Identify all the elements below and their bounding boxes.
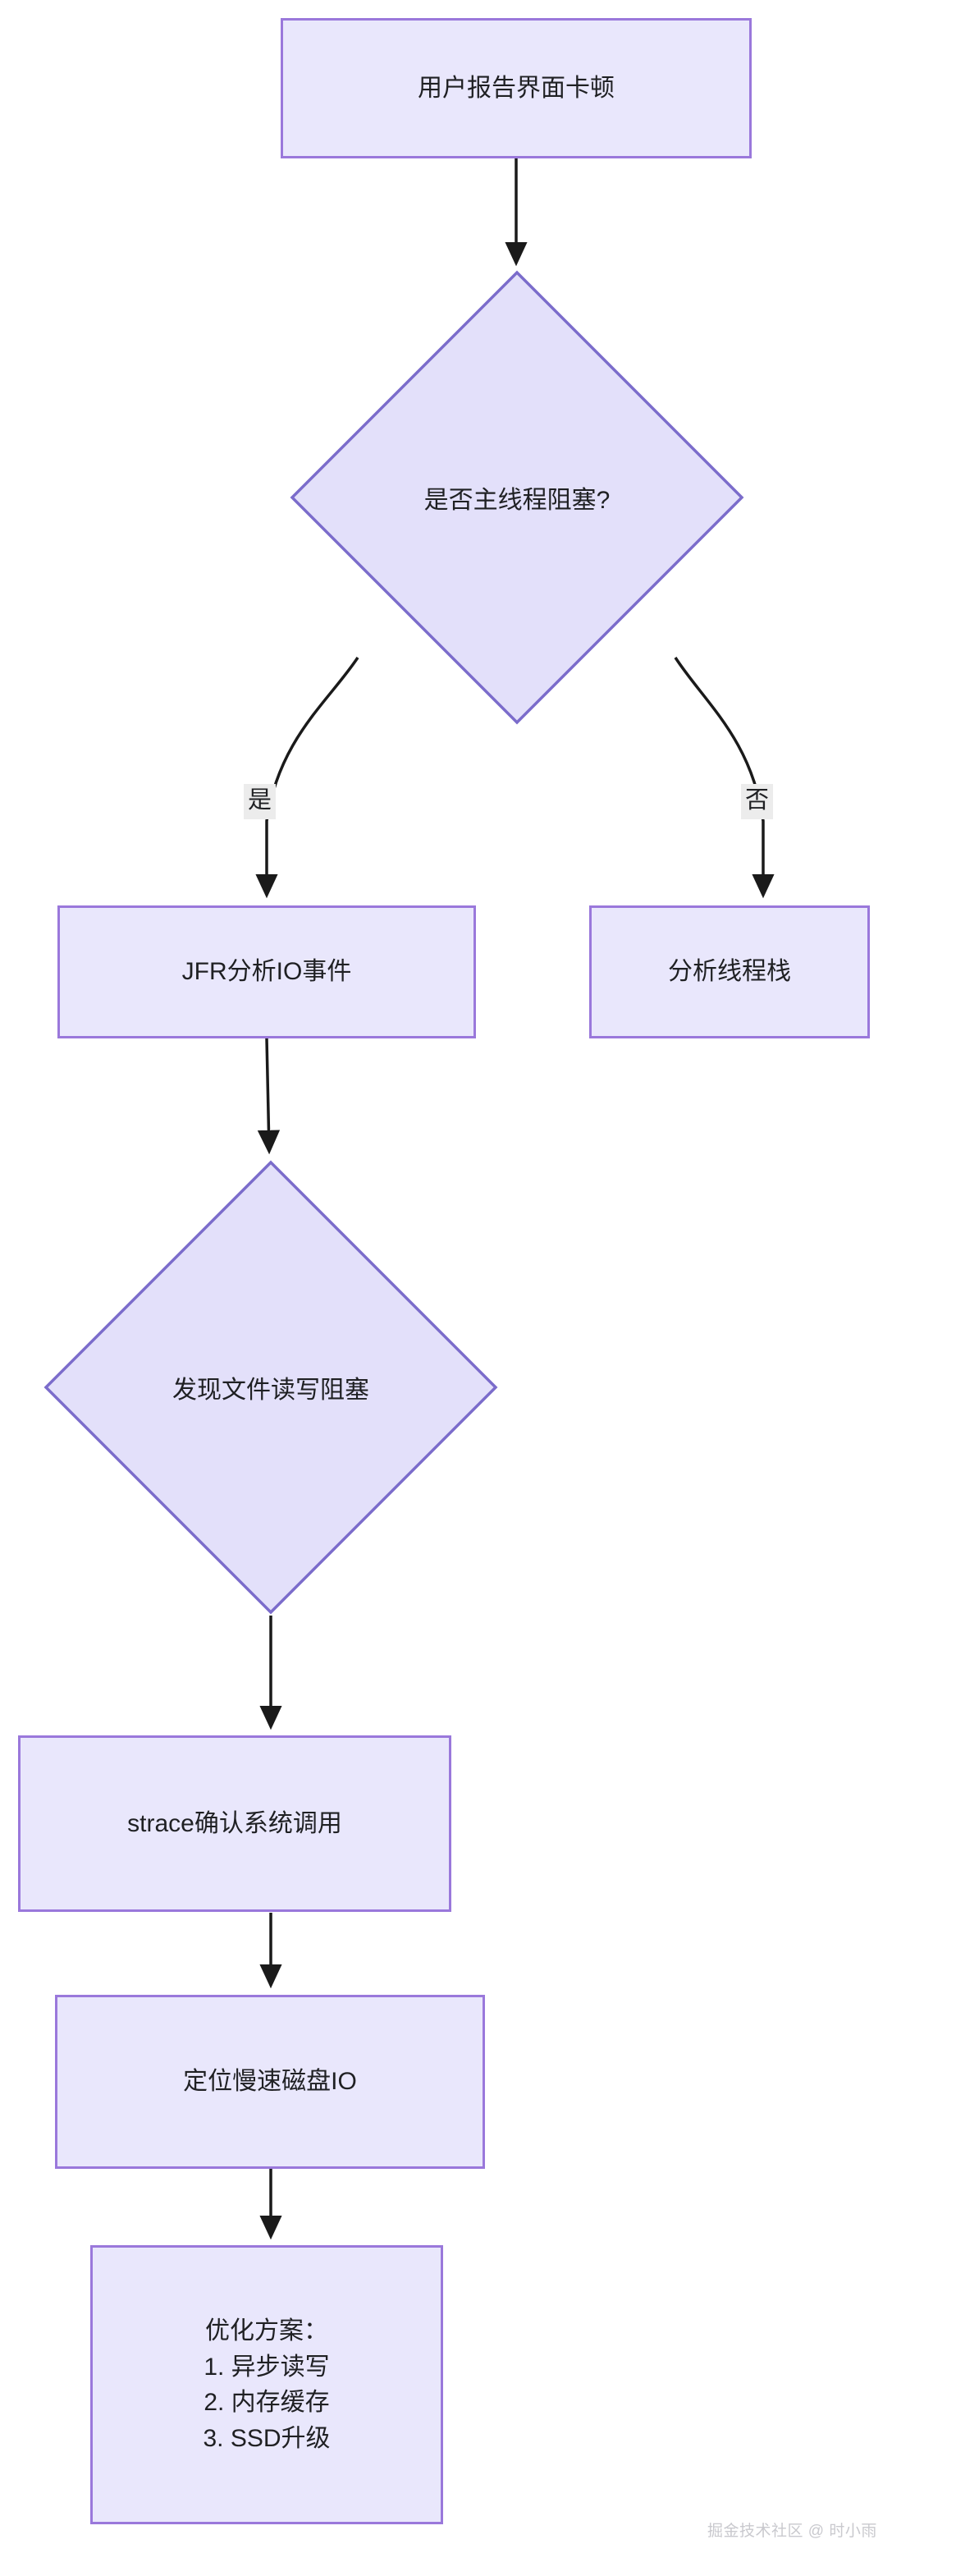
node-analyze-thread-stack[interactable]: 分析线程栈	[589, 905, 870, 1038]
node-label-line-3: 2. 内存缓存	[204, 2389, 330, 2416]
node-jfr-analyze-io-events[interactable]: JFR分析IO事件	[57, 905, 476, 1038]
node-locate-slow-disk-io[interactable]: 定位慢速磁盘IO	[55, 1995, 485, 2169]
node-label-line-2: 1. 异步读写	[204, 2353, 330, 2381]
node-label: strace确认系统调用	[127, 1809, 342, 1837]
node-label: JFR分析IO事件	[181, 958, 352, 986]
node-found-file-io-blocking[interactable]: 发现文件读写阻塞	[43, 1160, 498, 1615]
node-label: 定位慢速磁盘IO	[183, 2068, 357, 2096]
node-label: 是否主线程阻塞?	[423, 487, 611, 514]
node-label-line-4: 3. SSD升级	[203, 2424, 331, 2452]
node-label: 用户报告界面卡顿	[418, 74, 615, 102]
node-user-reports-ui-lag[interactable]: 用户报告界面卡顿	[281, 18, 752, 158]
edge-label-text: 否	[745, 787, 770, 814]
watermark-text: 掘金技术社区 @ 时小雨	[707, 2523, 877, 2540]
edge-n3-n5	[257, 1038, 281, 1155]
watermark: 掘金技术社区 @ 时小雨	[707, 2519, 877, 2541]
node-label: 分析线程栈	[668, 958, 791, 986]
edge-label-yes: 是	[244, 784, 277, 819]
node-is-main-thread-blocked[interactable]: 是否主线程阻塞?	[290, 270, 744, 725]
node-optimization-plan[interactable]: 优化方案： 1. 异步读写 2. 内存缓存 3. SSD升级	[90, 2245, 443, 2524]
edge-label-no: 否	[741, 784, 774, 819]
edge-label-text: 是	[248, 787, 272, 814]
diamond-shape	[43, 1160, 498, 1615]
node-strace-confirm-syscall[interactable]: strace确认系统调用	[18, 1735, 451, 1912]
node-label: 发现文件读写阻塞	[172, 1377, 369, 1404]
node-label-line-1: 优化方案：	[205, 2317, 328, 2345]
diamond-shape	[290, 270, 744, 725]
